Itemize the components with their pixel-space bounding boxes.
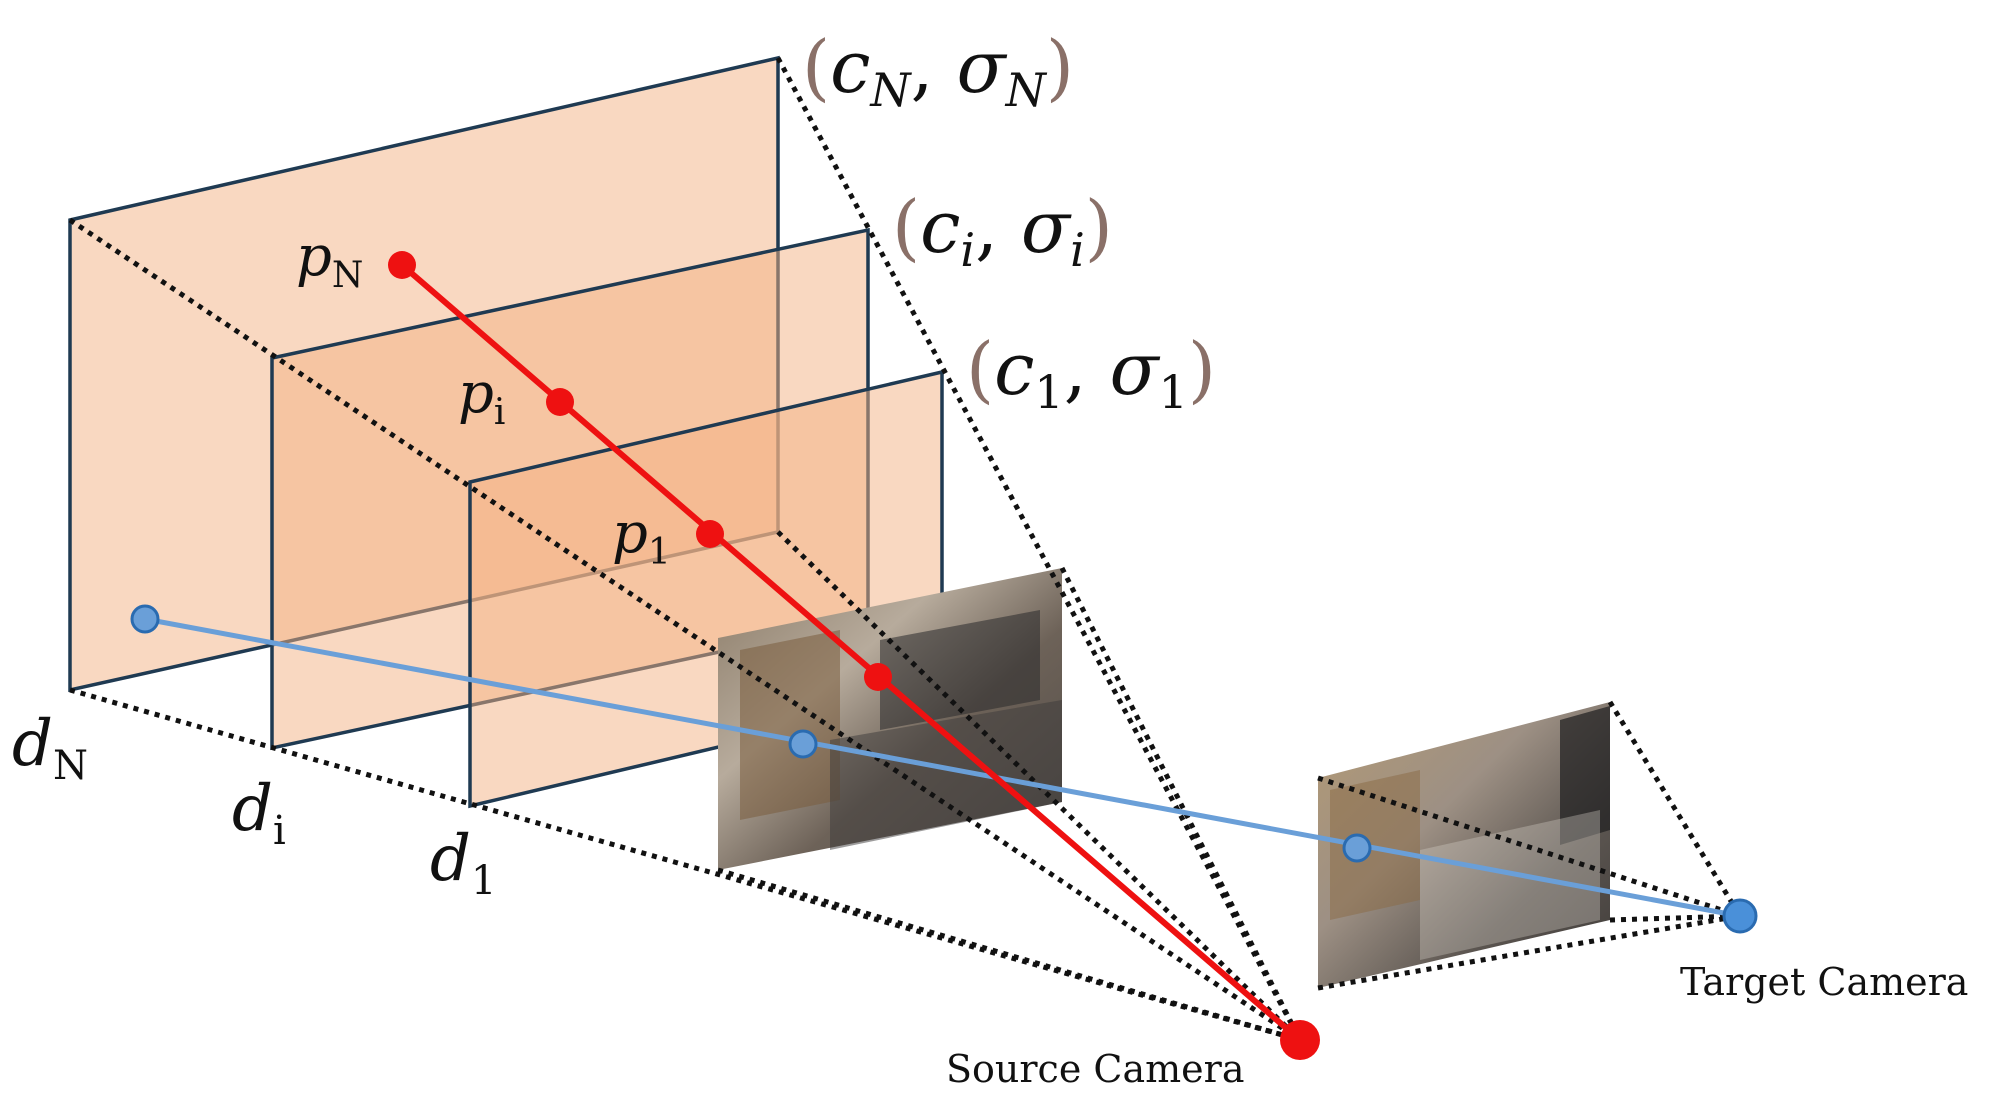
target-ray-point-image [788, 729, 818, 759]
source-ray [388, 251, 1320, 1060]
target-camera-label: Target Camera [1680, 960, 1968, 1004]
svg-text:(c1, σ1): (c1, σ1) [966, 327, 1216, 419]
target-ray [130, 604, 1758, 934]
label-d1: d1 [430, 822, 496, 904]
svg-text:dN: dN [12, 707, 88, 789]
label-params-1: (c1, σ1) [966, 327, 1216, 419]
svg-text:p1: p1 [612, 501, 671, 573]
label-di: di [232, 772, 286, 854]
target-camera-image [1318, 702, 1610, 988]
target-ray-point-far [130, 604, 160, 634]
label-p1: p1 [612, 501, 671, 573]
point-p1 [696, 520, 724, 548]
svg-text:(ci, σi): (ci, σi) [892, 185, 1113, 277]
point-pi [546, 388, 574, 416]
svg-text:(cN, σN): (cN, σN) [802, 25, 1074, 117]
label-pN: pN [296, 224, 363, 296]
label-params-i: (ci, σi) [892, 185, 1113, 277]
target-camera-point [1722, 898, 1758, 934]
target-ray-point-target-image [1342, 833, 1372, 863]
source-camera-image [718, 568, 1062, 870]
source-camera-label: Source Camera [946, 1047, 1244, 1091]
frustum-lines [68, 56, 1743, 1043]
label-pi: pi [458, 361, 505, 433]
source-camera-point [1280, 1020, 1320, 1060]
svg-text:pN: pN [296, 224, 363, 296]
svg-text:d1: d1 [430, 822, 496, 904]
point-pN [388, 251, 416, 279]
svg-text:di: di [232, 772, 286, 854]
label-dN: dN [12, 707, 88, 789]
point-image [864, 663, 892, 691]
svg-text:pi: pi [458, 361, 505, 433]
label-params-N: (cN, σN) [802, 25, 1074, 117]
